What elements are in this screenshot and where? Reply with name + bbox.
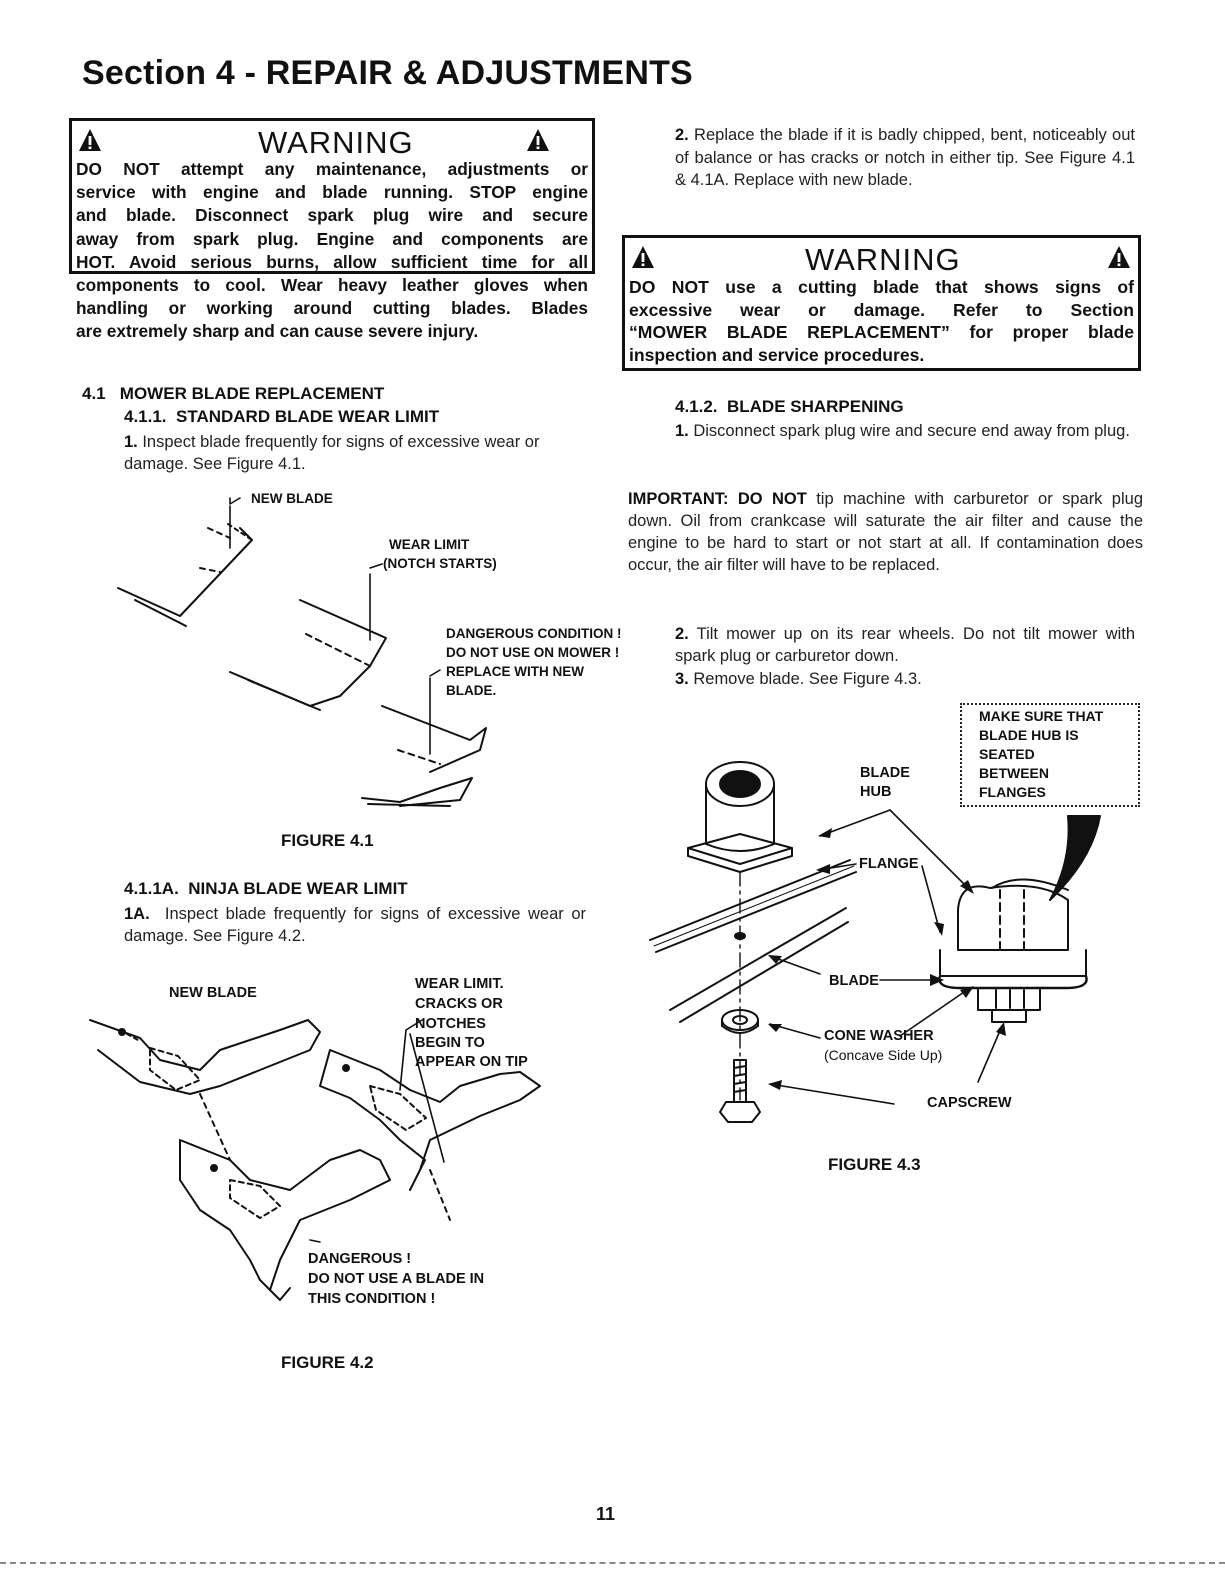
figure-label: DO NOT USE A BLADE IN bbox=[308, 1271, 485, 1287]
important-paragraph: IMPORTANT: DO NOT tip machine with carbu… bbox=[628, 488, 1143, 576]
warning-title: WARNING bbox=[258, 125, 414, 160]
figure-label: CAPSCREW bbox=[927, 1095, 1012, 1111]
figure-label: BLADE bbox=[829, 973, 879, 989]
figure-label: DO NOT USE ON MOWER ! bbox=[446, 645, 620, 660]
warning-box-blade-wear: WARNING DO NOT use a cutting blade that … bbox=[622, 235, 1141, 371]
callout-box bbox=[960, 703, 1140, 807]
step-number: 3. bbox=[675, 670, 689, 688]
figure-label: WEAR LIMIT. bbox=[415, 976, 504, 992]
remove-blade-paragraph: 3. Remove blade. See Figure 4.3. bbox=[675, 668, 1135, 690]
callout-line: BETWEEN bbox=[979, 765, 1049, 781]
paragraph-text: Replace the blade if it is badly chipped… bbox=[675, 126, 1135, 189]
figure-caption: FIGURE 4.2 bbox=[281, 1353, 374, 1372]
tilt-mower-paragraph: 2. Tilt mower up on its rear wheels. Do … bbox=[675, 623, 1135, 667]
figure-caption: FIGURE 4.1 bbox=[281, 831, 374, 850]
warning-line: handling or working around cutting blade… bbox=[76, 298, 588, 319]
section-heading: 4.1 MOWER BLADE REPLACEMENT bbox=[82, 384, 385, 403]
warning-line: inspection and service procedures. bbox=[629, 344, 925, 365]
warning-line: are extremely sharp and can cause severe… bbox=[76, 321, 479, 342]
paragraph-text: Tilt mower up on its rear wheels. Do not… bbox=[675, 625, 1135, 665]
step-number: 1. bbox=[124, 433, 138, 451]
figure-label: FLANGE bbox=[859, 856, 919, 872]
warning-triangle-icon bbox=[79, 129, 101, 151]
step-number: 2. bbox=[675, 126, 689, 144]
warning-line: “MOWER BLADE REPLACEMENT” for proper bla… bbox=[629, 322, 1134, 342]
figure-label: APPEAR ON TIP bbox=[415, 1054, 528, 1070]
warning-text: DO NOT attempt any maintenance, adjustme… bbox=[72, 158, 592, 344]
figure-label: WEAR LIMIT bbox=[389, 537, 470, 552]
page-number: 11 bbox=[596, 1504, 616, 1524]
figure-label: (Concave Side Up) bbox=[824, 1047, 943, 1063]
step-number: 2. bbox=[675, 625, 689, 643]
figure-label: NEW BLADE bbox=[251, 491, 333, 506]
warning-triangle-icon bbox=[632, 246, 654, 268]
warning-line: excessive wear or damage. Refer to Secti… bbox=[629, 299, 1134, 320]
subsection-heading: 4.1.1A. NINJA BLADE WEAR LIMIT bbox=[124, 879, 408, 898]
figure-label: REPLACE WITH NEW bbox=[446, 664, 584, 679]
figure-4-2-drawing bbox=[89, 1019, 541, 1301]
figure-label: CRACKS OR bbox=[415, 996, 503, 1012]
callout-line: BLADE HUB IS bbox=[979, 727, 1079, 743]
figure-label: CONE WASHER bbox=[824, 1028, 934, 1044]
callout-line: FLANGES bbox=[979, 784, 1046, 800]
bottom-divider bbox=[0, 1562, 1225, 1564]
figure-label: (NOTCH STARTS) bbox=[383, 556, 497, 571]
figure-label: NOTCHES bbox=[415, 1016, 486, 1032]
callout-line: MAKE SURE THAT bbox=[979, 708, 1104, 724]
paragraph-text: tip machine with carburetor or spark plu… bbox=[628, 490, 1144, 574]
warning-line: DO NOT use a cutting blade that shows si… bbox=[629, 277, 1134, 297]
important-label: IMPORTANT: DO NOT bbox=[628, 490, 807, 508]
inspect-blade-paragraph: 1. Inspect blade frequently for signs of… bbox=[124, 431, 594, 475]
warning-text: DO NOT use a cutting blade that shows si… bbox=[625, 276, 1138, 366]
step-number: 1A. bbox=[124, 905, 150, 923]
figure-4-3-drawing bbox=[649, 761, 1101, 1123]
figure-label: BEGIN TO bbox=[415, 1035, 485, 1051]
warning-line: DO NOT attempt any maintenance, adjustme… bbox=[76, 159, 588, 179]
figure-4-1-drawing bbox=[117, 497, 487, 807]
section-title: Section 4 - REPAIR & ADJUSTMENTS bbox=[82, 54, 693, 92]
warning-line: and blade. Disconnect spark plug wire an… bbox=[76, 205, 588, 226]
warning-line: service with engine and blade running. S… bbox=[76, 182, 588, 203]
subsection-heading: 4.1.1. STANDARD BLADE WEAR LIMIT bbox=[124, 407, 440, 426]
ninja-inspect-paragraph: 1A. Inspect blade frequently for signs o… bbox=[124, 903, 586, 947]
figure-label: DANGEROUS ! bbox=[308, 1251, 412, 1267]
paragraph-text: Remove blade. See Figure 4.3. bbox=[688, 670, 922, 688]
paragraph-text: Disconnect spark plug wire and secure en… bbox=[688, 422, 1130, 440]
replace-blade-paragraph: 2. Replace the blade if it is badly chip… bbox=[675, 124, 1135, 192]
paragraph-text: Inspect blade frequently for signs of ex… bbox=[124, 905, 591, 945]
warning-box-maintenance: WARNING DO NOT attempt any maintenance, … bbox=[69, 118, 595, 341]
figure-label: BLADE. bbox=[446, 683, 497, 698]
callout-line: SEATED bbox=[979, 746, 1035, 762]
warning-header: WARNING bbox=[625, 238, 1138, 278]
figure-label: BLADE bbox=[860, 765, 910, 781]
warning-triangle-icon bbox=[1108, 246, 1130, 268]
figure-label: NEW BLADE bbox=[169, 985, 257, 1001]
figure-label: THIS CONDITION ! bbox=[308, 1291, 436, 1307]
figure-label: HUB bbox=[860, 784, 892, 800]
paragraph-text: Inspect blade frequently for signs of ex… bbox=[124, 433, 540, 473]
figure-label: DANGEROUS CONDITION ! bbox=[446, 626, 622, 641]
warning-line: away from spark plug. Engine and compone… bbox=[76, 228, 588, 249]
subsection-heading: 4.1.2. BLADE SHARPENING bbox=[675, 397, 904, 416]
step-number: 1. bbox=[675, 422, 689, 440]
warning-triangle-icon bbox=[527, 129, 549, 151]
warning-line: components to cool. Wear heavy leather g… bbox=[76, 275, 588, 296]
warning-line: HOT. Avoid serious burns, allow sufficie… bbox=[76, 251, 588, 272]
warning-title: WARNING bbox=[805, 242, 961, 277]
warning-header: WARNING bbox=[72, 121, 592, 161]
figure-caption: FIGURE 4.3 bbox=[828, 1155, 921, 1174]
disconnect-paragraph: 1. Disconnect spark plug wire and secure… bbox=[675, 420, 1137, 442]
